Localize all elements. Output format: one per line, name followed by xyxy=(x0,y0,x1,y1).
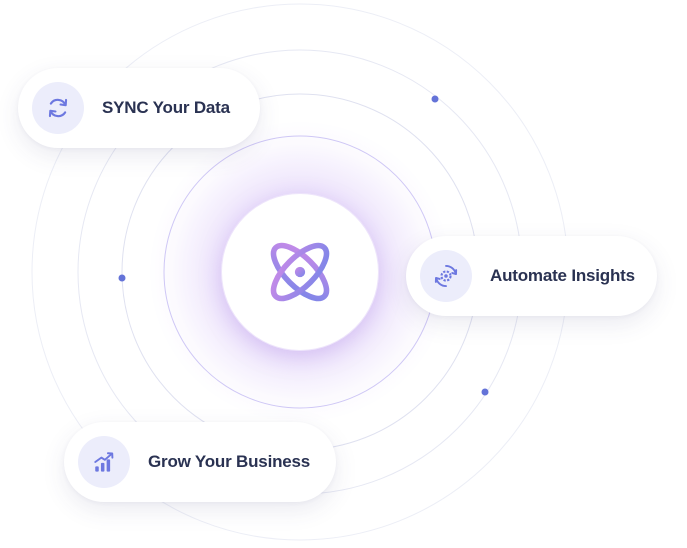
feature-badge xyxy=(420,250,472,302)
feature-pill-sync[interactable]: SYNC Your Data xyxy=(18,68,260,148)
orbit-dot xyxy=(431,95,439,103)
sync-arrows-icon xyxy=(48,98,68,118)
feature-badge xyxy=(32,82,84,134)
center-hub xyxy=(221,193,379,351)
feature-pill-automate[interactable]: Automate Insights xyxy=(406,236,657,316)
feature-badge xyxy=(78,436,130,488)
growth-chart-icon xyxy=(94,452,114,472)
gear-cycle-icon xyxy=(434,264,458,288)
orbit-dot xyxy=(118,274,126,282)
orbit-dot xyxy=(481,388,489,396)
feature-label: Automate Insights xyxy=(490,266,635,285)
feature-pill-grow[interactable]: Grow Your Business xyxy=(64,422,336,502)
atom-icon xyxy=(270,242,330,302)
feature-label: SYNC Your Data xyxy=(102,98,230,117)
feature-label: Grow Your Business xyxy=(148,452,311,471)
